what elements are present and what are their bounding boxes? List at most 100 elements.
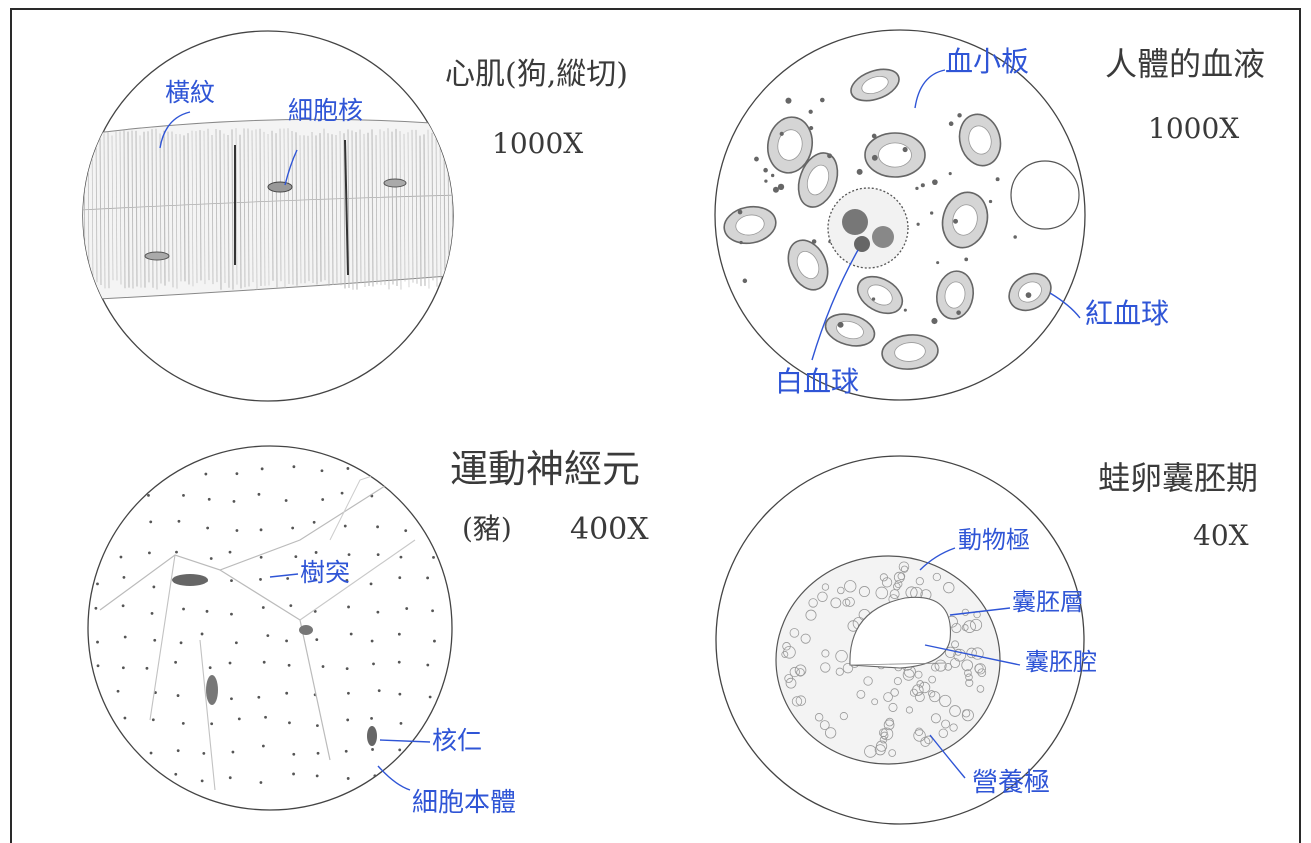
- muscle-band-edge: [83, 274, 453, 301]
- striation: [83, 132, 86, 289]
- platelet: [932, 179, 938, 186]
- background-speck: [175, 550, 178, 554]
- striation: [391, 131, 394, 285]
- platelet: [920, 183, 925, 188]
- blastomere: [914, 692, 925, 703]
- label-nucleus: 細胞核: [288, 96, 364, 125]
- background-speck: [292, 465, 296, 469]
- striation: [351, 130, 354, 290]
- background-speck: [123, 635, 127, 639]
- blastula-drawing: [715, 455, 1085, 825]
- background-speck: [174, 660, 178, 664]
- background-speck: [176, 749, 180, 753]
- dendrite: [329, 459, 421, 541]
- blastomere: [781, 650, 789, 658]
- rbc-center: [735, 214, 765, 236]
- striation: [175, 133, 178, 289]
- striation: [211, 134, 214, 285]
- white-blood-cell: [827, 187, 909, 269]
- blastomere: [791, 696, 803, 707]
- blood-cell-outline: [1010, 160, 1080, 230]
- striation: [383, 131, 386, 285]
- striation: [419, 135, 422, 287]
- blastomere: [856, 689, 866, 699]
- striation: [223, 133, 226, 284]
- blastomere: [819, 720, 830, 731]
- striation: [187, 133, 190, 285]
- background-speck: [90, 491, 94, 495]
- striation: [139, 135, 142, 288]
- background-speck: [347, 553, 351, 556]
- blastomere: [949, 705, 961, 717]
- background-speck: [426, 663, 430, 667]
- platelet: [837, 321, 844, 328]
- background-speck: [315, 638, 319, 642]
- striation: [191, 130, 194, 287]
- background-speck: [294, 555, 298, 559]
- blastomere: [820, 662, 831, 673]
- dendrite: [149, 554, 176, 721]
- background-speck: [206, 526, 210, 530]
- leader-line: [914, 69, 946, 109]
- leader-line: [269, 573, 299, 578]
- blastomere: [782, 642, 791, 651]
- blastomere: [795, 695, 807, 706]
- background-speck: [320, 469, 324, 473]
- striation: [131, 130, 134, 289]
- background-speck: [235, 529, 239, 532]
- label-red-blood-cell: 紅血球: [1085, 297, 1170, 330]
- blastomere: [805, 609, 817, 621]
- blastomere: [844, 597, 855, 607]
- platelet: [827, 153, 833, 159]
- background-speck: [432, 555, 435, 559]
- panel-3-title: 運動神經元: [450, 447, 641, 491]
- striation: [335, 135, 338, 283]
- blastomere: [929, 691, 941, 703]
- striation: [103, 133, 106, 289]
- blastomere: [928, 675, 937, 684]
- striation: [451, 132, 453, 287]
- striation: [247, 128, 250, 287]
- striation: [275, 133, 278, 288]
- background-speck: [347, 605, 350, 609]
- background-speck: [288, 721, 291, 725]
- blastomere: [821, 649, 830, 658]
- background-speck: [205, 609, 209, 613]
- striation: [259, 128, 262, 286]
- blastomere: [932, 572, 942, 582]
- striation: [267, 134, 270, 286]
- striation: [319, 133, 322, 282]
- background-speck: [405, 607, 409, 610]
- background-speck: [315, 774, 319, 778]
- background-speck: [94, 525, 98, 529]
- background-speck: [95, 750, 99, 754]
- background-speck: [284, 499, 288, 502]
- background-speck: [369, 582, 373, 586]
- blastomere: [928, 690, 936, 698]
- blastomere: [898, 561, 910, 572]
- platelet: [1025, 292, 1032, 298]
- platelet: [903, 308, 907, 312]
- panel-4-title: 蛙卵囊胚期: [1098, 459, 1259, 497]
- platelet: [779, 131, 784, 136]
- platelet: [948, 172, 952, 176]
- striation: [123, 130, 126, 289]
- striation: [195, 131, 198, 284]
- striation: [95, 130, 98, 283]
- blastomere: [941, 719, 951, 729]
- striation: [295, 132, 298, 286]
- dendrite: [99, 469, 411, 611]
- blastomere: [835, 667, 844, 676]
- background-speck: [321, 498, 325, 501]
- background-speck: [95, 471, 99, 475]
- background-speck: [398, 692, 402, 696]
- platelet: [957, 113, 962, 118]
- leader-line: [919, 547, 956, 571]
- blastomere: [881, 577, 893, 588]
- striation: [243, 128, 246, 288]
- background-speck: [96, 640, 99, 644]
- striation: [375, 135, 378, 285]
- background-speck: [428, 695, 432, 699]
- rbc-center: [796, 250, 820, 280]
